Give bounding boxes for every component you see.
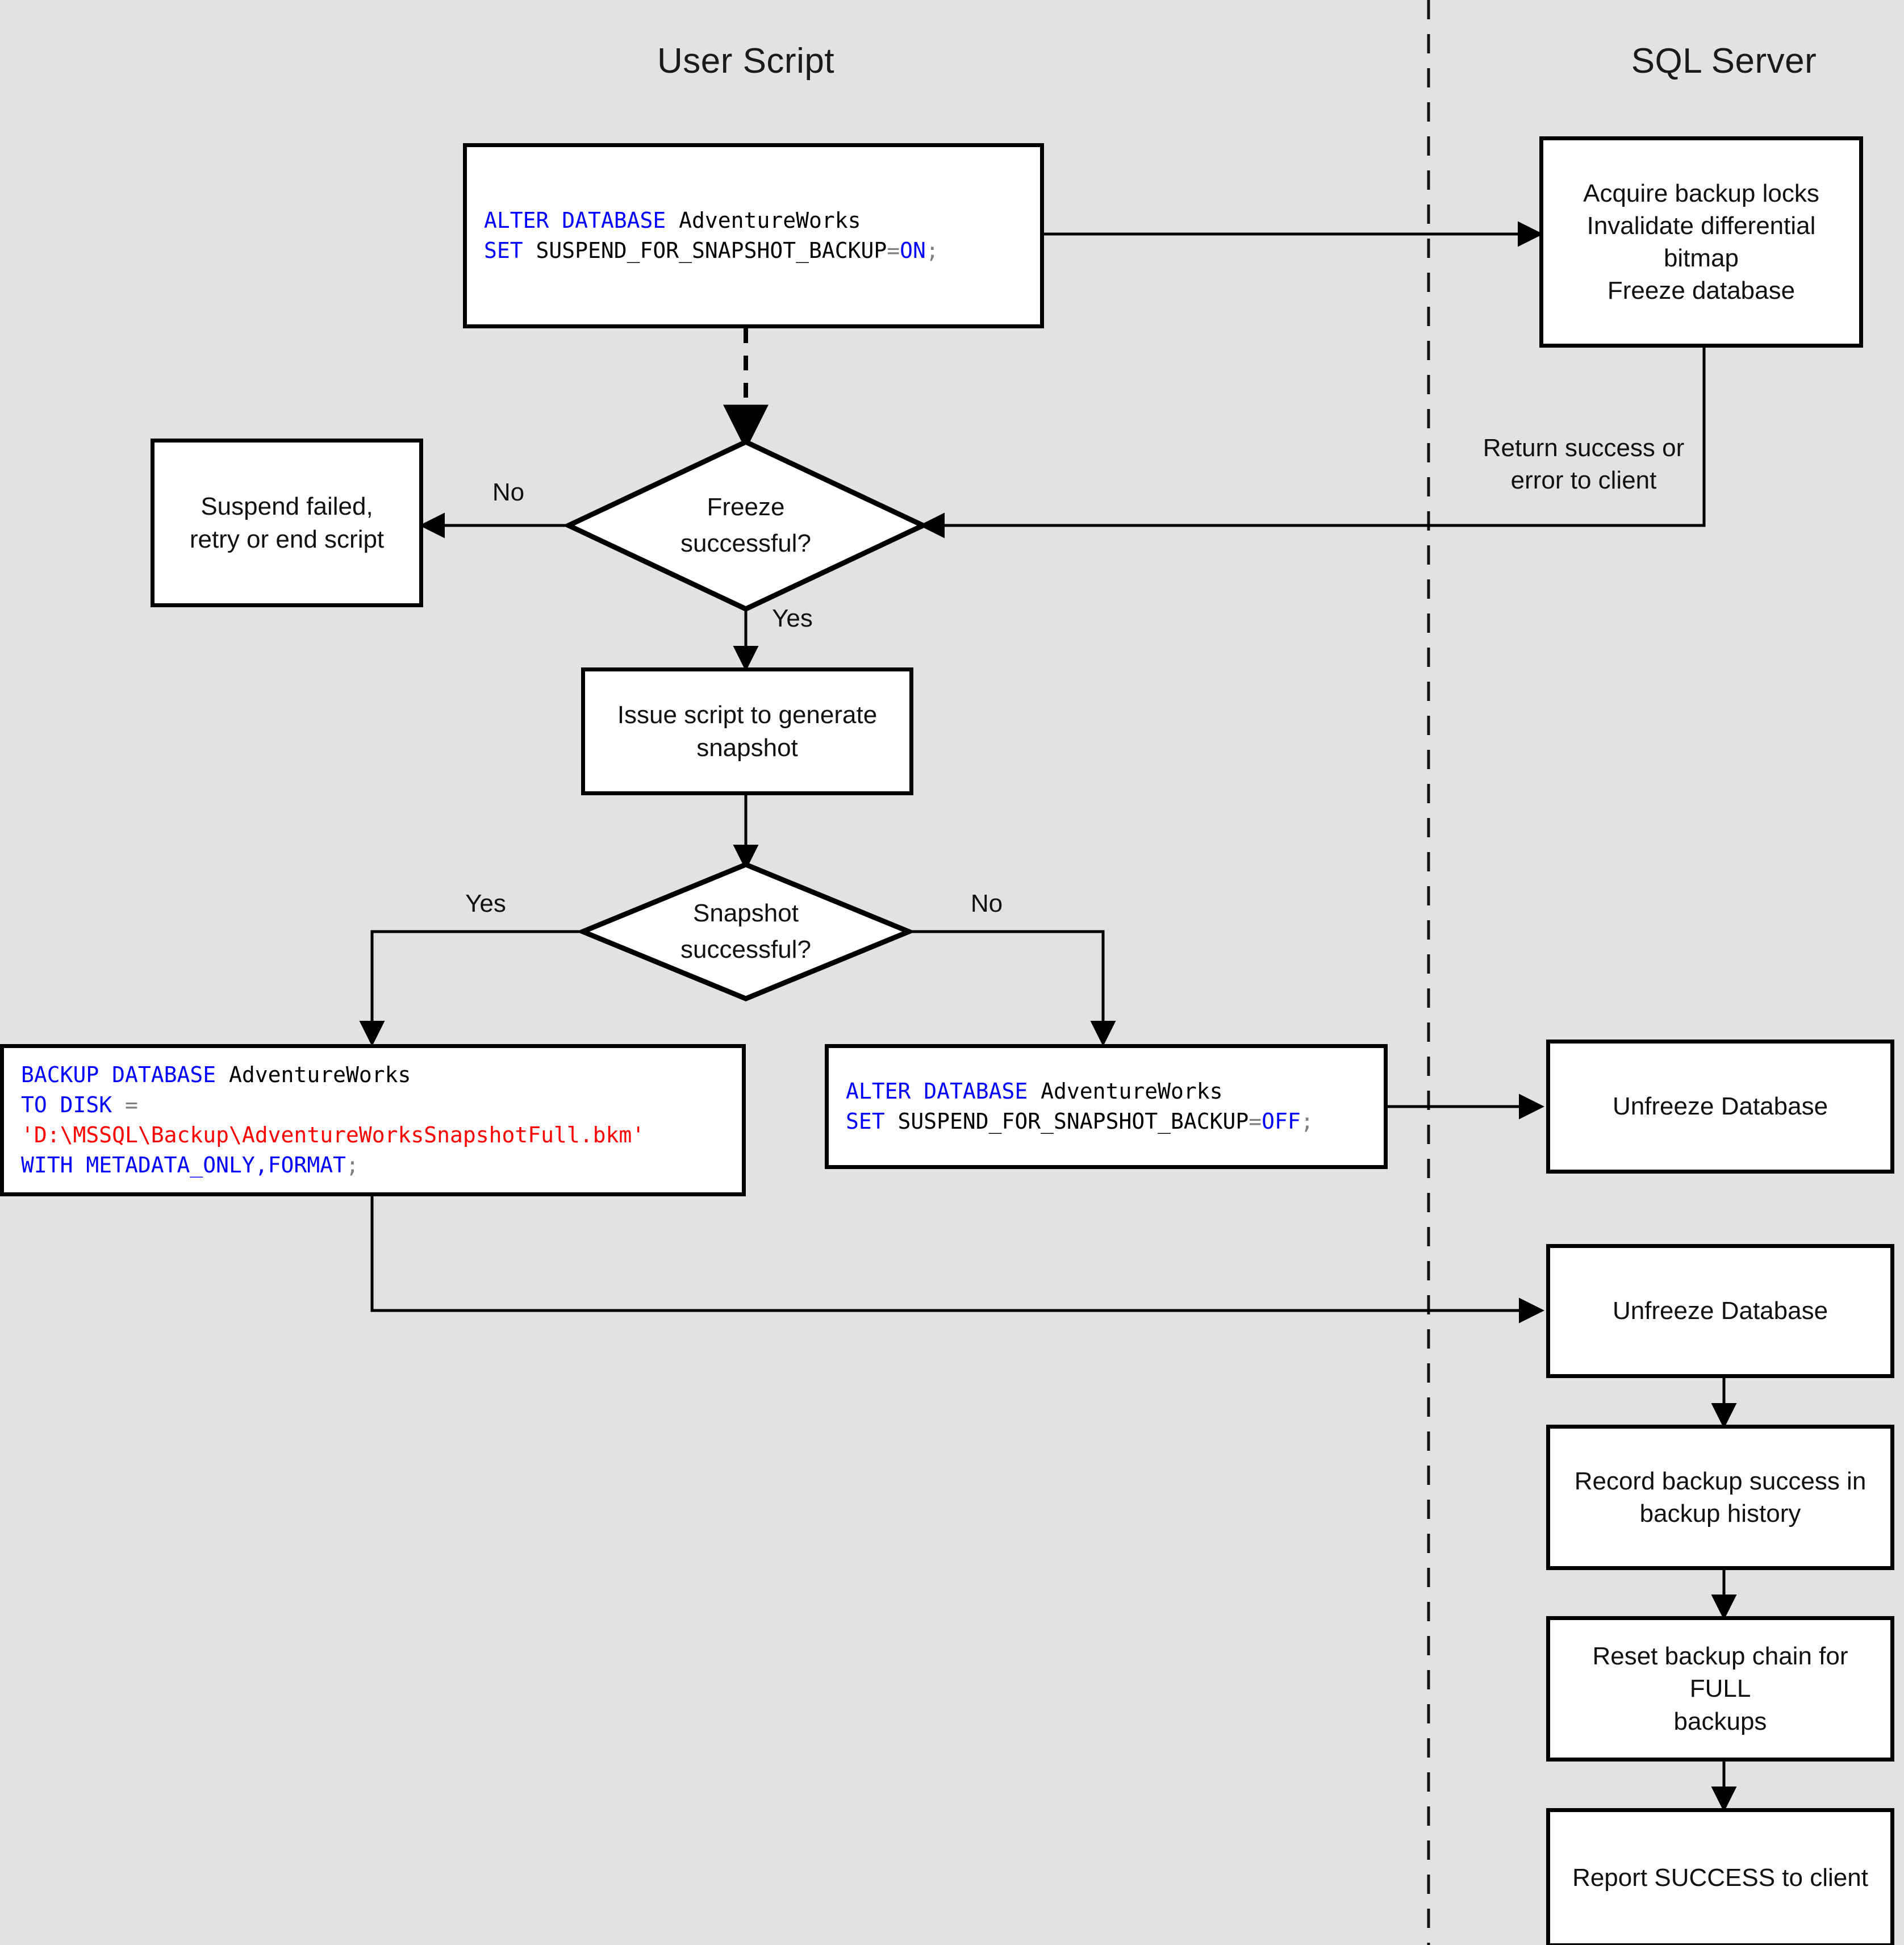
node-unfreeze-database-top[interactable]: Unfreeze Database [1546,1040,1894,1174]
node-unfreeze-database-top-label: Unfreeze Database [1612,1092,1828,1121]
edge-label-freeze-yes: Yes [772,604,813,632]
node-alter-database-suspend-off[interactable]: ALTER DATABASE AdventureWorks SET SUSPEN… [825,1044,1388,1169]
edge-acquire-return-to-freeze [918,347,1706,539]
node-report-success[interactable]: Report SUCCESS to client [1546,1808,1894,1945]
edge-label-freeze-no: No [492,478,525,506]
code-backup-database: BACKUP DATABASE AdventureWorks TO DISK =… [21,1062,645,1178]
decision-freeze-shape [562,439,929,612]
node-unfreeze-database-bottom-label: Unfreeze Database [1612,1297,1828,1325]
node-unfreeze-database-bottom[interactable]: Unfreeze Database [1546,1244,1894,1378]
edge-label-snapshot-no: No [970,890,1003,917]
node-backup-database[interactable]: BACKUP DATABASE AdventureWorks TO DISK =… [0,1044,746,1196]
edge-backup-to-unfreeze-bottom [370,1196,1545,1324]
node-report-success-label: Report SUCCESS to client [1572,1863,1868,1892]
edge-label-snapshot-yes: Yes [465,890,506,917]
code-alter-off: ALTER DATABASE AdventureWorks SET SUSPEN… [846,1078,1314,1134]
lane-title-user-script: User Script [657,41,835,81]
lane-title-sql-server: SQL Server [1631,41,1817,81]
node-suspend-failed[interactable]: Suspend failed,retry or end script [151,439,423,607]
node-alter-database-suspend-on[interactable]: ALTER DATABASE AdventureWorks SET SUSPEN… [463,143,1044,328]
edge-snapshot-yes-to-backup [359,930,585,1047]
decision-snapshot-shape [576,862,916,1001]
code-alter-on: ALTER DATABASE AdventureWorks SET SUSPEN… [484,207,939,263]
node-suspend-failed-label: Suspend failed,retry or end script [189,492,385,553]
edge-snapshot-no-to-alteroff [909,930,1116,1047]
